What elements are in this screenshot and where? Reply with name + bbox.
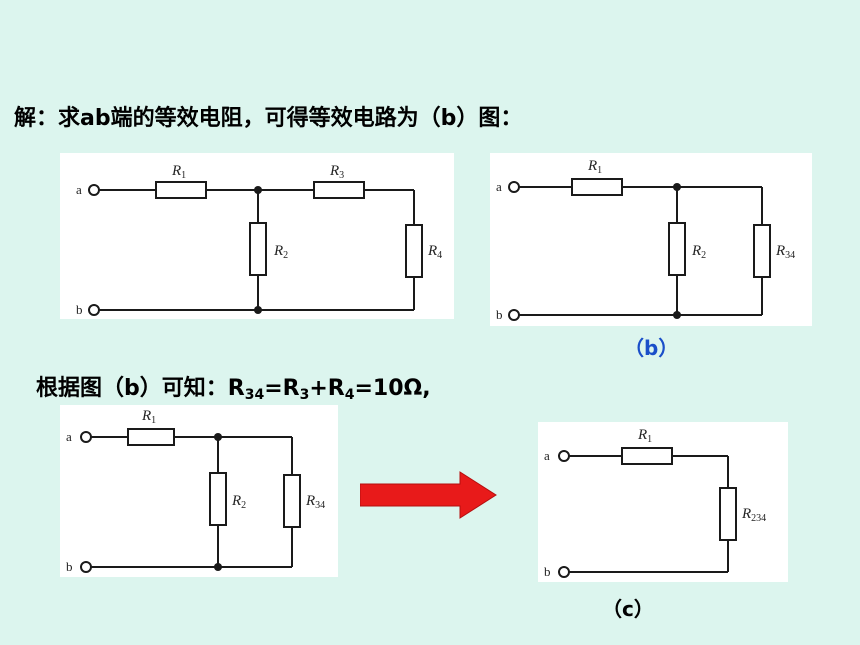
r1-label: R (637, 427, 647, 443)
junction-node (673, 183, 681, 191)
junction-node (254, 186, 262, 194)
r3-label: R (329, 163, 339, 179)
terminal-a (508, 181, 520, 193)
svg-text:R3: R3 (329, 163, 344, 181)
r34-label: R (775, 243, 785, 259)
r1-label: R (141, 408, 151, 424)
resistor-r2 (209, 472, 227, 526)
caption-b: （b） (624, 336, 679, 360)
resistor-r1 (127, 428, 175, 446)
terminal-a (88, 184, 100, 196)
resistor-r4 (405, 224, 423, 278)
svg-text:R1: R1 (637, 427, 652, 445)
terminal-b-label: b (66, 559, 73, 574)
r2-label: R (231, 493, 241, 509)
terminal-b (80, 561, 92, 573)
circuit-b: a b R1 R2 R34 (490, 153, 812, 326)
r4-label: R (427, 243, 437, 259)
resistor-r2 (249, 222, 267, 276)
terminal-b (88, 304, 100, 316)
resistor-r1 (155, 181, 207, 199)
resistor-r3 (313, 181, 365, 199)
r2-label: R (691, 243, 701, 259)
terminal-a-label: a (66, 429, 72, 444)
junction-node (214, 563, 222, 571)
caption-c: （c） (602, 597, 654, 621)
r234-label: R (741, 506, 751, 522)
page-heading: 解：求ab端的等效电阻，可得等效电路为（b）图： (14, 106, 523, 131)
resistor-r234 (719, 487, 737, 541)
circuit-c: a b R1 R234 (538, 422, 788, 582)
svg-text:R1: R1 (587, 158, 602, 176)
terminal-a-label: a (544, 448, 550, 463)
terminal-b-label: b (544, 564, 551, 579)
svg-text:R2: R2 (691, 243, 706, 261)
terminal-b (558, 566, 570, 578)
terminal-b-label: b (496, 307, 503, 322)
svg-text:R34: R34 (775, 243, 795, 261)
svg-text:R1: R1 (171, 163, 186, 181)
resistor-r1 (621, 447, 673, 465)
resistor-r1 (571, 178, 623, 196)
terminal-a-label: a (496, 179, 502, 194)
resistor-r34 (283, 474, 301, 528)
r34-label: R (305, 493, 315, 509)
svg-text:R34: R34 (305, 493, 325, 511)
terminal-b-label: b (76, 302, 83, 317)
r1-label: R (587, 158, 597, 174)
junction-node (214, 433, 222, 441)
r2-label: R (273, 243, 283, 259)
terminal-a (558, 450, 570, 462)
terminal-a (80, 431, 92, 443)
junction-node (254, 306, 262, 314)
svg-text:R1: R1 (141, 408, 156, 426)
r1-label: R (171, 163, 181, 179)
equation-line: 根据图（b）可知：R34=R3+R4=10Ω, (36, 376, 431, 403)
circuit-original: a b R1 R3 R2 R4 (60, 153, 454, 319)
resistor-r2 (668, 222, 686, 276)
svg-text:R2: R2 (273, 243, 288, 261)
svg-text:R4: R4 (427, 243, 442, 261)
terminal-a-label: a (76, 182, 82, 197)
svg-text:R234: R234 (741, 506, 766, 524)
right-arrow-icon (360, 471, 497, 519)
terminal-b (508, 309, 520, 321)
svg-text:R2: R2 (231, 493, 246, 511)
circuit-b-copy: a b R1 R2 R34 (60, 405, 338, 577)
resistor-r34 (753, 224, 771, 278)
junction-node (673, 311, 681, 319)
